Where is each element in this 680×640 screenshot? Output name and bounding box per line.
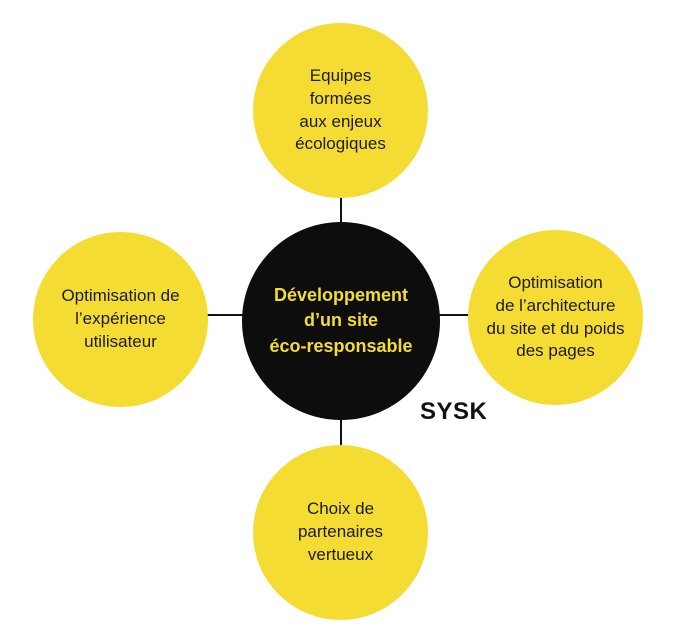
node-center-developpement: Développement d’un site éco-responsable xyxy=(242,222,440,420)
node-left-label: Optimisation de l’expérience utilisateur xyxy=(61,286,180,351)
node-top-label: Equipes formées aux enjeux écologiques xyxy=(295,65,386,154)
node-left-experience: Optimisation de l’expérience utilisateur xyxy=(33,232,208,407)
connector-left xyxy=(205,314,245,316)
connector-top xyxy=(340,186,342,226)
node-right-label: Optimisation de l’architecture du site e… xyxy=(486,272,625,361)
connector-bottom xyxy=(340,412,342,454)
node-bottom-label: Choix de partenaires vertueux xyxy=(297,499,384,564)
node-bottom-partenaires: Choix de partenaires vertueux xyxy=(253,445,428,620)
node-right-architecture: Optimisation de l’architecture du site e… xyxy=(468,230,643,405)
connector-right xyxy=(437,314,475,316)
node-top-equipes: Equipes formées aux enjeux écologiques xyxy=(253,23,428,198)
node-center-label: Développement d’un site éco-responsable xyxy=(269,285,413,356)
sysk-logo: SYSK xyxy=(420,398,488,425)
